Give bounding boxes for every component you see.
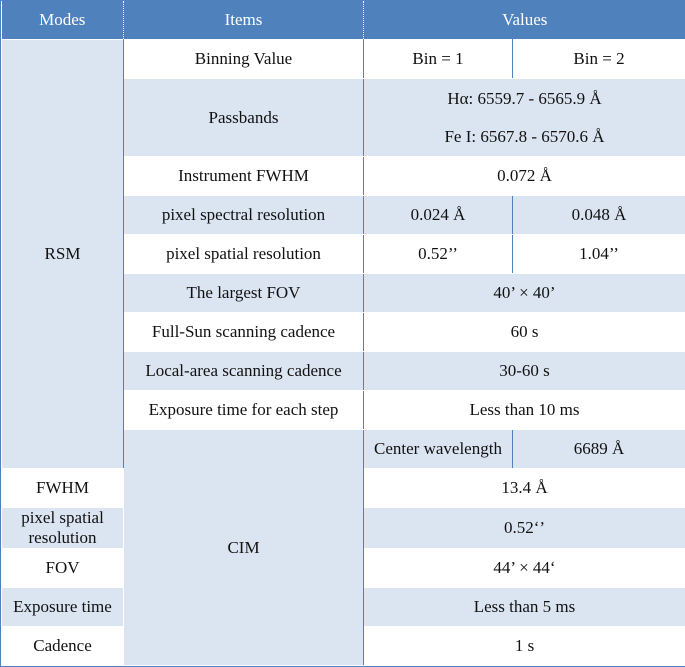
value-cell: 0.52’’ [364,235,513,274]
value-cell: 44’ × 44‘ [364,549,685,588]
value-cell: 30-60 s [364,352,685,391]
value-cell: 0.072 Å [364,157,685,196]
value-cell: Bin = 2 [513,40,685,79]
item-cell: Local-area scanning cadence [124,352,364,391]
value-cell: Hα: 6559.7 - 6565.9 Å Fe I: 6567.8 - 657… [364,79,685,157]
item-cell: Cadence [2,627,124,666]
mode-cim: CIM [124,430,364,666]
item-cell: Binning Value [124,40,364,79]
item-cell: pixel spatial resolution [2,508,124,549]
value-cell: 0.048 Å [513,196,685,235]
header-items: Items [124,1,364,40]
item-cell: Center wavelength [364,430,513,469]
item-cell: Instrument FWHM [124,157,364,196]
passband-line: Fe I: 6567.8 - 6570.6 Å [364,118,685,156]
value-cell: Less than 10 ms [364,391,685,430]
mode-rsm: RSM [2,40,124,469]
value-cell: 6689 Å [513,430,685,469]
item-cell: Full-Sun scanning cadence [124,313,364,352]
item-cell: FOV [2,549,124,588]
header-row: Modes Items Values [2,1,685,40]
item-cell: Exposure time [2,588,124,627]
item-cell: The largest FOV [124,274,364,313]
passband-line: Hα: 6559.7 - 6565.9 Å [364,80,685,118]
header-values: Values [364,1,685,40]
item-cell: Exposure time for each step [124,391,364,430]
value-cell: 60 s [364,313,685,352]
value-cell: 40’ × 40’ [364,274,685,313]
value-cell: 1.04’’ [513,235,685,274]
value-cell: 13.4 Å [364,469,685,508]
item-cell: pixel spatial resolution [124,235,364,274]
item-cell: pixel spectral resolution [124,196,364,235]
item-cell: FWHM [2,469,124,508]
table-row: RSM Binning Value Bin = 1 Bin = 2 [2,40,685,79]
value-cell: 1 s [364,627,685,666]
value-cell: Bin = 1 [364,40,513,79]
value-cell: Less than 5 ms [364,588,685,627]
value-cell: 0.024 Å [364,196,513,235]
item-cell: Passbands [124,79,364,157]
value-cell: 0.52‘’ [364,508,685,549]
header-modes: Modes [2,1,124,40]
